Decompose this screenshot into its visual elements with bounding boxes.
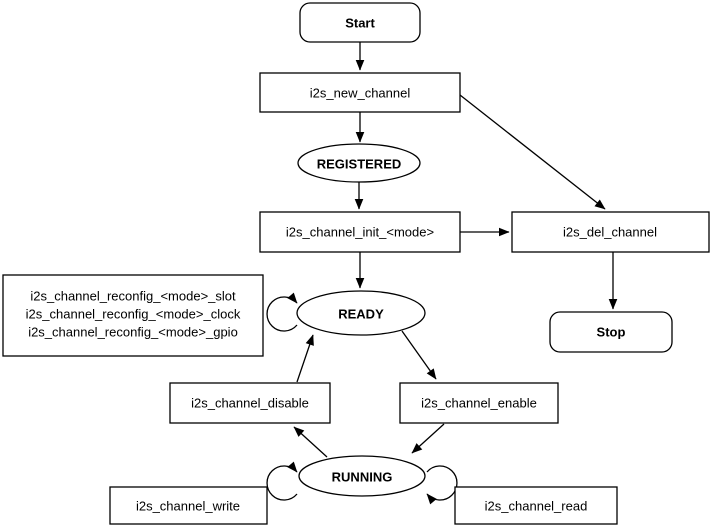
running-ellipse: [298, 455, 426, 497]
node-init: i2s_channel_init_<mode>: [259, 211, 461, 253]
reconfig-line-clock: i2s_channel_reconfig_<mode>_clock: [26, 307, 241, 322]
node-reconfig: i2s_channel_reconfig_<mode>_slot i2s_cha…: [2, 274, 264, 357]
loop-running-read: [426, 465, 458, 505]
start-label: Start: [345, 16, 375, 31]
edge-enable-to-running: [411, 423, 445, 454]
disable-box: [169, 382, 331, 424]
new-channel-label: i2s_new_channel: [310, 86, 411, 101]
stop-label: Stop: [597, 325, 626, 340]
node-read: i2s_channel_read: [454, 486, 618, 525]
node-disable: i2s_channel_disable: [169, 382, 331, 424]
read-box: [454, 486, 618, 525]
node-start: Start: [299, 2, 421, 43]
reconfig-box: [2, 274, 264, 357]
loop-running-write: [266, 461, 298, 501]
edge-running-to-disable: [293, 426, 328, 458]
ready-ellipse: [296, 290, 426, 336]
init-label: i2s_channel_init_<mode>: [286, 225, 434, 240]
stop-box: [549, 311, 673, 353]
write-box: [109, 486, 268, 525]
edge-ready-to-enable: [401, 330, 437, 380]
enable-label: i2s_channel_enable: [421, 396, 537, 411]
state-ready: READY: [296, 290, 426, 336]
edge-disable-to-ready: [296, 334, 314, 383]
ready-label: READY: [338, 307, 384, 322]
del-channel-box: [511, 211, 710, 253]
reconfig-line-slot: i2s_channel_reconfig_<mode>_slot: [30, 289, 236, 304]
running-label: RUNNING: [332, 470, 393, 485]
node-write: i2s_channel_write: [109, 486, 268, 525]
edge-new-channel-to-del-channel: [459, 94, 606, 210]
del-channel-label: i2s_del_channel: [563, 225, 657, 240]
state-running: RUNNING: [298, 455, 426, 497]
write-label: i2s_channel_write: [136, 499, 240, 514]
registered-label: REGISTERED: [317, 157, 402, 172]
start-box: [299, 2, 421, 43]
registered-ellipse: [297, 143, 421, 183]
node-stop: Stop: [549, 311, 673, 353]
new-channel-box: [259, 72, 461, 113]
node-new-channel: i2s_new_channel: [259, 72, 461, 113]
reconfig-line-gpio: i2s_channel_reconfig_<mode>_gpio: [28, 325, 238, 340]
node-del-channel: i2s_del_channel: [511, 211, 710, 253]
init-box: [259, 211, 461, 253]
state-registered: REGISTERED: [297, 143, 421, 183]
disable-label: i2s_channel_disable: [191, 396, 309, 411]
read-label: i2s_channel_read: [485, 499, 588, 514]
loop-ready-reconfig: [266, 292, 298, 332]
node-enable: i2s_channel_enable: [399, 382, 559, 424]
enable-box: [399, 382, 559, 424]
